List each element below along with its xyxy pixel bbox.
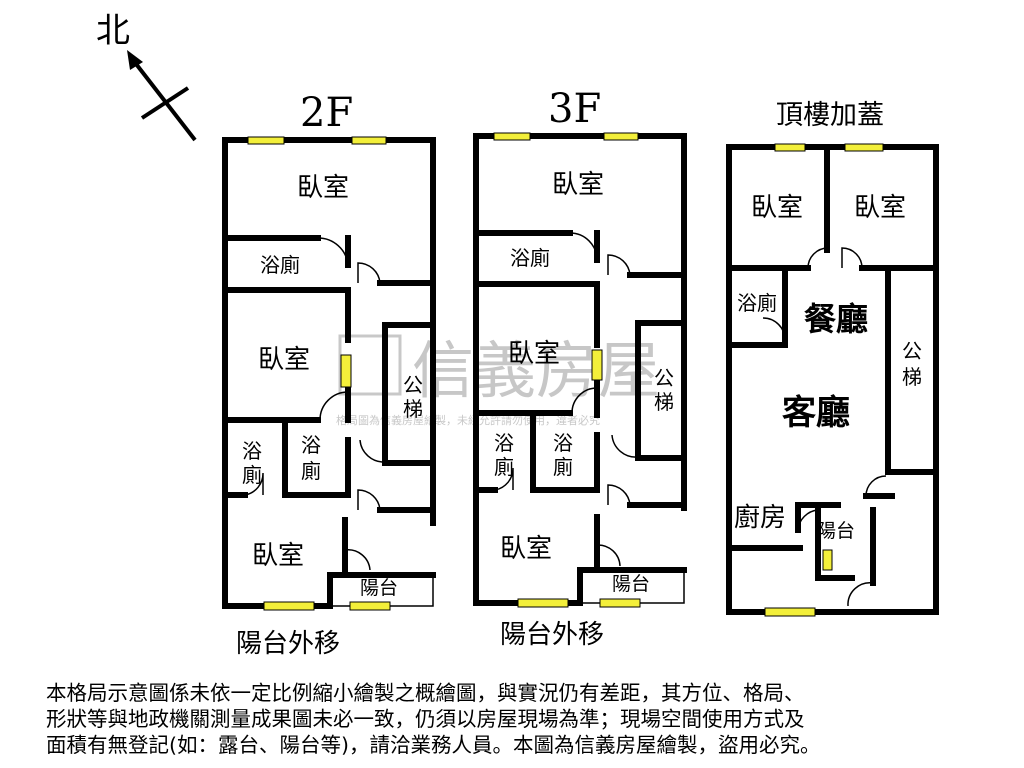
room-stair-1: 公 [654, 366, 674, 390]
floor-3f: 3F [473, 86, 687, 650]
disclaimer-line-3: 面積有無登記(如：露台、陽台等)，請洽業務人員。本圖為信義房屋繪製，盜用必究。 [46, 733, 821, 757]
room-bedroom-bottom: 臥室 [252, 541, 304, 571]
disclaimer-line-2: 形狀等與地政機關測量成果圖未必一致，仍須以房屋現場為準；現場空間使用方式及 [46, 707, 805, 731]
room-bedroom-top: 臥室 [297, 173, 349, 203]
room-bath-upper: 浴廁 [260, 253, 300, 277]
room-balcony: 陽台 [817, 520, 855, 542]
room-bedroom-left: 臥室 [751, 193, 803, 223]
floor-3f-doors [494, 232, 639, 567]
compass-arrow [131, 58, 197, 142]
room-balcony: 陽台 [360, 577, 398, 599]
floor-3f-walls [473, 133, 687, 606]
compass-cross [140, 86, 190, 120]
room-kitchen: 廚房 [734, 503, 786, 533]
floor-2f-doors [244, 237, 386, 571]
floor-2f-labels: 臥室 浴廁 臥室 浴 廁 浴 廁 公 梯 臥室 陽台 [242, 173, 423, 599]
floor-rooftop-labels: 臥室 臥室 浴廁 餐廳 客廳 公 梯 廚房 陽台 [734, 193, 922, 542]
disclaimer: 本格局示意圖係未依一定比例縮小繪製之概繪圖，與實況仍有差距，其方位、格局、 形狀… [46, 680, 986, 758]
room-bedroom-bottom: 臥室 [500, 534, 552, 564]
room-bath-left-2: 廁 [494, 455, 514, 479]
floor-2f-caption: 陽台外移 [236, 629, 340, 659]
floor-2f-title: 2F [300, 90, 353, 136]
room-bath-left-1: 浴 [242, 439, 262, 463]
floor-3f-windows [493, 132, 641, 608]
watermark-brand: 信義房屋 [412, 334, 660, 407]
floor-rooftop: 頂樓加蓋 [726, 100, 939, 617]
floor-2f: 2F [222, 90, 436, 659]
room-bedroom-mid: 臥室 [508, 339, 560, 369]
floor-2f-walls [222, 137, 436, 609]
room-bath-right-1: 浴 [301, 433, 321, 457]
room-stair-2: 梯 [902, 365, 922, 389]
floor-rooftop-windows [764, 143, 884, 617]
floor-3f-title: 3F [548, 86, 601, 132]
floor-2f-windows [247, 136, 391, 611]
floor-3f-caption: 陽台外移 [500, 620, 604, 650]
floor-rooftop-title: 頂樓加蓋 [776, 100, 884, 131]
room-stair-1: 公 [902, 339, 922, 363]
room-stair-2: 梯 [403, 397, 423, 421]
room-dining: 餐廳 [804, 300, 868, 338]
room-living: 客廳 [782, 393, 850, 433]
floor-rooftop-doors [762, 247, 887, 607]
room-stair-1: 公 [403, 373, 423, 397]
watermark-logo [338, 334, 402, 396]
room-balcony: 陽台 [612, 573, 650, 595]
room-bath-right-2: 廁 [553, 455, 573, 479]
north-label: 北 [96, 11, 130, 51]
compass-arrow-head [127, 50, 143, 70]
room-stair-2: 梯 [654, 390, 674, 414]
room-bath: 浴廁 [737, 291, 777, 315]
room-bedroom-top: 臥室 [552, 170, 604, 200]
room-bath-upper: 浴廁 [510, 246, 550, 270]
room-bath-left-2: 廁 [242, 463, 262, 487]
room-bath-left-1: 浴 [494, 431, 514, 455]
room-bath-right-2: 廁 [301, 459, 321, 483]
disclaimer-line-1: 本格局示意圖係未依一定比例縮小繪製之概繪圖，與實況仍有差距，其方位、格局、 [46, 681, 805, 705]
floor-3f-labels: 臥室 浴廁 臥室 浴 廁 浴 廁 公 梯 臥室 陽台 [494, 170, 674, 595]
room-bath-right-1: 浴 [553, 431, 573, 455]
room-bedroom-mid: 臥室 [258, 345, 310, 375]
compass: 北 [96, 11, 197, 142]
room-bedroom-right: 臥室 [854, 193, 906, 223]
